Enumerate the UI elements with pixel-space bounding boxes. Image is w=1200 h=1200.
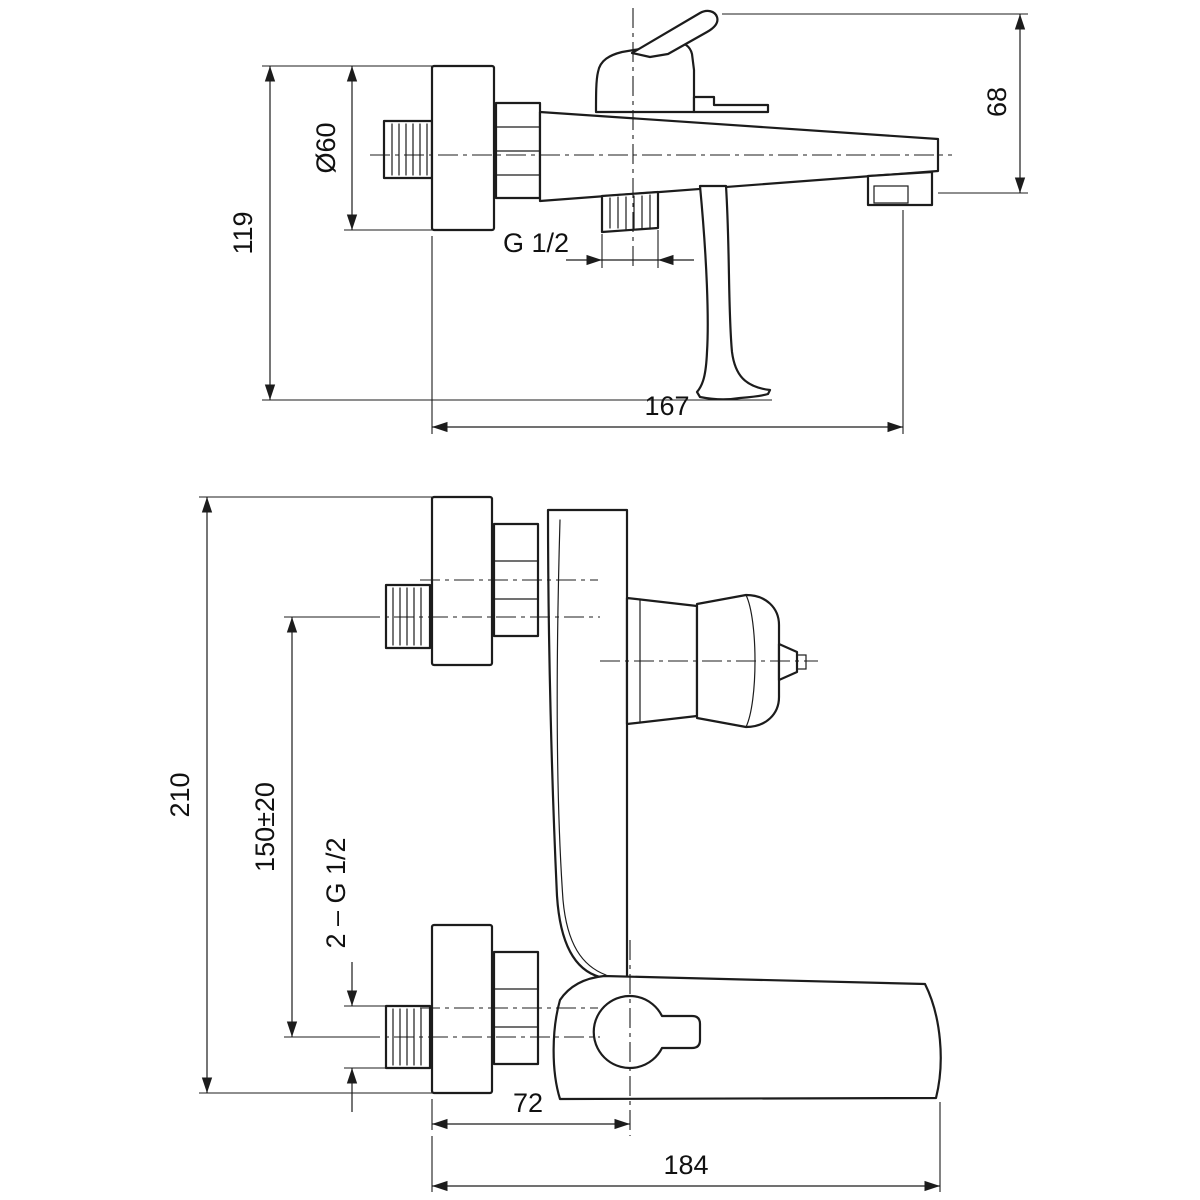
dim-label-reach: 167 — [644, 391, 689, 421]
dim-label-height: 119 — [228, 211, 258, 254]
upper-wall-flange — [430, 495, 494, 667]
outlet-thread-hatch — [609, 194, 651, 230]
body-step — [692, 95, 770, 114]
dim-label-handle-height: 68 — [982, 87, 1012, 117]
dim-label-inlet-spacing: 150±20 — [250, 782, 280, 872]
dim-label-front-width: 184 — [663, 1150, 708, 1180]
aerator — [866, 170, 934, 207]
mounting-nut-facets — [495, 126, 541, 176]
body-trunk — [546, 508, 629, 980]
inlet-thread-hatch — [391, 123, 428, 176]
handle-nub — [777, 642, 799, 682]
aerator-insert — [873, 185, 909, 204]
handle-base — [594, 41, 696, 114]
lower-nut-facets — [493, 988, 539, 1028]
side-view: 119 Ø60 G 1/2 167 68 — [228, 8, 1028, 434]
inlet-nipple — [382, 119, 434, 180]
upper-nut-facets — [493, 560, 539, 600]
dim-label-front-height: 210 — [165, 772, 195, 817]
wall-flange — [430, 64, 496, 232]
dim-label-outlet-offset: 72 — [513, 1088, 543, 1118]
front-view: 210 150±20 2 – G 1/2 72 184 — [165, 495, 942, 1192]
dim-label-outlet-thread: G 1/2 — [503, 228, 569, 258]
dim-label-inlet-thread: 2 – G 1/2 — [321, 837, 351, 948]
spout-body — [538, 110, 940, 203]
handle-nub-tip — [796, 654, 807, 670]
lower-wall-flange — [430, 923, 494, 1095]
decorative-spout-profile — [695, 184, 772, 401]
shower-outlet-nipple — [600, 190, 660, 234]
dim-label-flange-diameter: Ø60 — [311, 122, 341, 173]
handle-lever — [630, 9, 719, 59]
